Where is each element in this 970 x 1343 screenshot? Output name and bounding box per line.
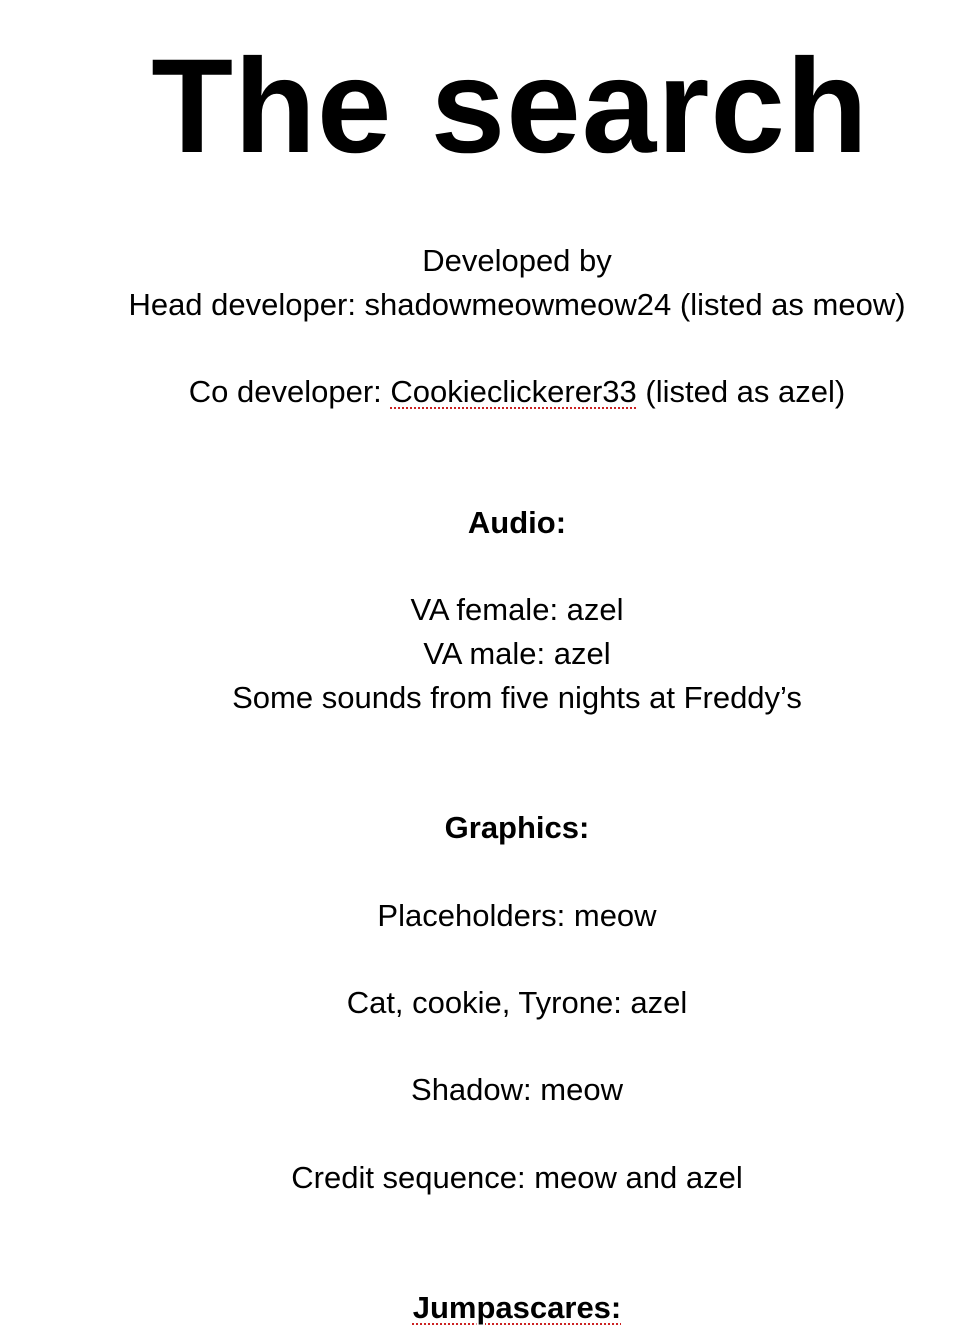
sounds-credit: Some sounds from five nights at Freddy’s xyxy=(232,680,802,715)
cat-cookie-tyrone-credit: Cat, cookie, Tyrone: azel xyxy=(346,985,688,1020)
audio-heading: Audio: xyxy=(467,505,567,540)
co-developer-prefix: Co developer: xyxy=(188,374,391,409)
co-developer-name: Cookieclickerer33 xyxy=(390,374,637,409)
co-developer-credit: Co developer: Cookieclickerer33 (listed … xyxy=(32,374,970,410)
developed-by-label: Developed by xyxy=(422,243,612,278)
va-female-credit: VA female: azel xyxy=(410,592,624,627)
head-developer-credit: Head developer: shadowmeowmeow24 (listed… xyxy=(128,287,906,322)
jumpscares-heading: Jumpascares: xyxy=(32,1290,970,1326)
document-title: The search xyxy=(151,32,869,181)
va-male-credit: VA male: azel xyxy=(423,636,611,671)
shadow-credit: Shadow: meow xyxy=(411,1072,623,1107)
co-developer-suffix: (listed as azel) xyxy=(636,374,846,409)
placeholders-credit: Placeholders: meow xyxy=(377,898,657,933)
credit-sequence-credit: Credit sequence: meow and azel xyxy=(291,1160,743,1195)
jumpscares-heading-text: Jumpascares: xyxy=(412,1290,622,1325)
graphics-heading: Graphics: xyxy=(444,810,590,845)
